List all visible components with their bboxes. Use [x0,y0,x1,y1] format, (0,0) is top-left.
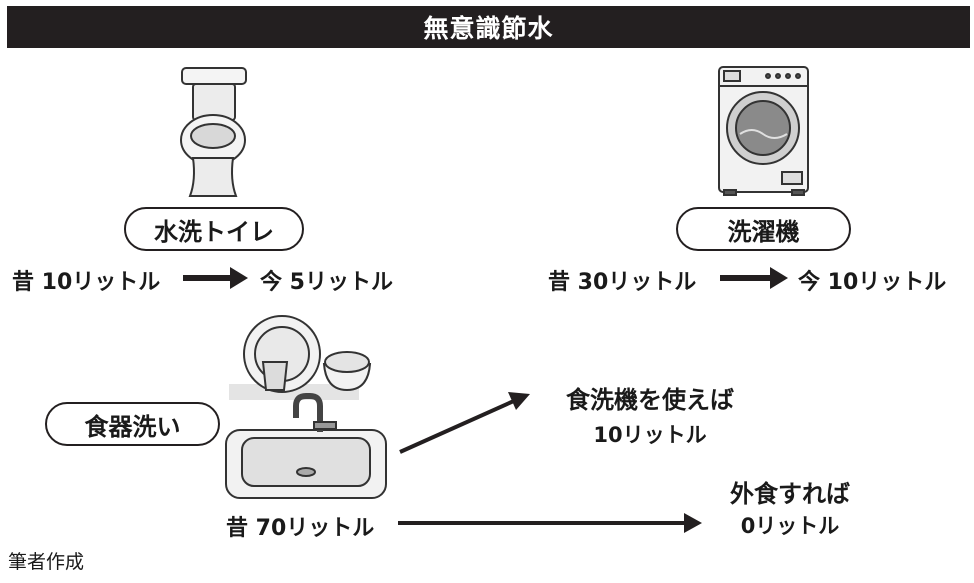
dishes-before: 昔 70リットル [226,516,375,541]
washer-before: 昔 30リットル [548,270,697,295]
arrow-eating-out [398,513,702,533]
eating-out-amount: 0リットル [740,514,840,538]
toilet-label-pill: 水洗トイレ [124,207,304,251]
dishes-label: 食器洗い [84,412,181,441]
toilet-label: 水洗トイレ [154,217,274,246]
eating-out-title: 外食すれば [730,480,850,508]
arrow-toilet [183,267,248,289]
arrow-dishwasher [399,392,530,454]
washer-after: 今 10リットル [798,270,947,295]
washer-label: 洗濯機 [727,217,800,246]
sink-icon [225,393,387,499]
dishes-label-pill: 食器洗い [45,402,220,446]
washing-machine-icon [718,66,809,196]
toilet-before: 昔 10リットル [12,270,161,295]
diagram-title-banner: 無意識節水 [7,6,970,48]
washer-label-pill: 洗濯機 [676,207,851,251]
toilet-icon [180,67,247,197]
toilet-after: 今 5リットル [260,270,393,295]
dishwasher-amount: 10リットル [593,423,707,447]
arrow-washer [720,267,788,289]
dishwasher-title: 食洗機を使えば [566,386,734,414]
dish-rack-icon [229,315,372,400]
source-credit: 筆者作成 [8,551,85,573]
diagram-title: 無意識節水 [423,14,554,43]
